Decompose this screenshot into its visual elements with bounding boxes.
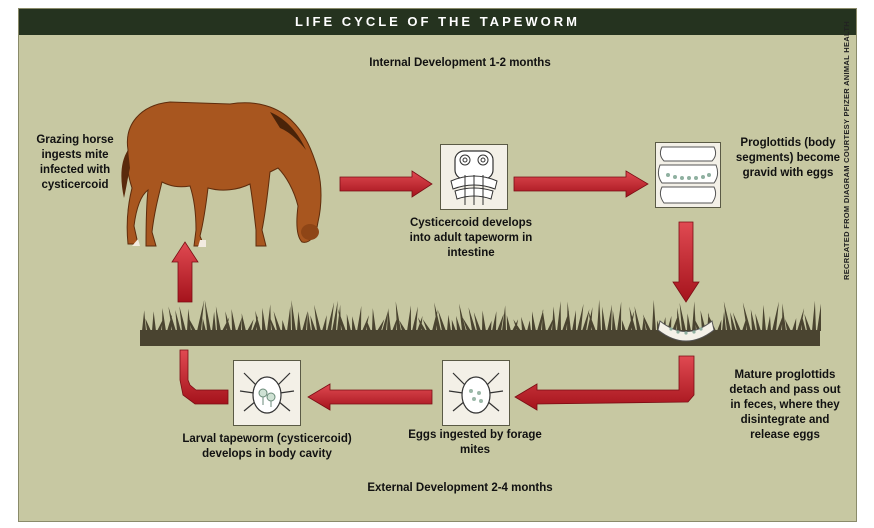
eggs-stage-label: Eggs ingested by forage mites — [400, 428, 550, 458]
external-development-label: External Development 2-4 months — [320, 481, 600, 496]
mite-eggs-image-box — [442, 360, 510, 426]
arrow-larval-to-horse — [180, 350, 228, 404]
horse-stage-label: Grazing horse ingests mite infected with… — [22, 133, 128, 193]
grass-strip — [140, 300, 821, 346]
arrow-horse-to-adult — [340, 171, 432, 197]
adult-stage-label: Cysticercoid develops into adult tapewor… — [400, 216, 542, 261]
scolex-image-box — [440, 144, 508, 210]
proglottids-icon — [656, 143, 720, 207]
horse-illustration — [121, 102, 321, 247]
proglottids-image-box — [655, 142, 721, 208]
mite-eggs-icon — [443, 361, 509, 425]
mite-larval-icon — [234, 361, 300, 425]
internal-development-label: Internal Development 1-2 months — [330, 56, 590, 71]
proglottids-stage-label: Proglottids (body segments) become gravi… — [730, 136, 846, 181]
image-credit: RECREATED FROM DIAGRAM COURTESY PFIZER A… — [842, 21, 851, 280]
scolex-icon — [441, 145, 507, 209]
arrow-mature-to-eggs — [515, 356, 694, 410]
mature-stage-label: Mature proglottids detach and pass out i… — [724, 368, 846, 443]
arrow-adult-to-proglottids — [514, 171, 648, 197]
arrow-eggs-to-larval — [308, 384, 432, 410]
arrow-proglottids-down — [673, 222, 699, 302]
arrow-up-to-horse — [172, 242, 198, 302]
larval-stage-label: Larval tapeworm (cysticercoid) develops … — [170, 432, 364, 462]
mite-larval-image-box — [233, 360, 301, 426]
